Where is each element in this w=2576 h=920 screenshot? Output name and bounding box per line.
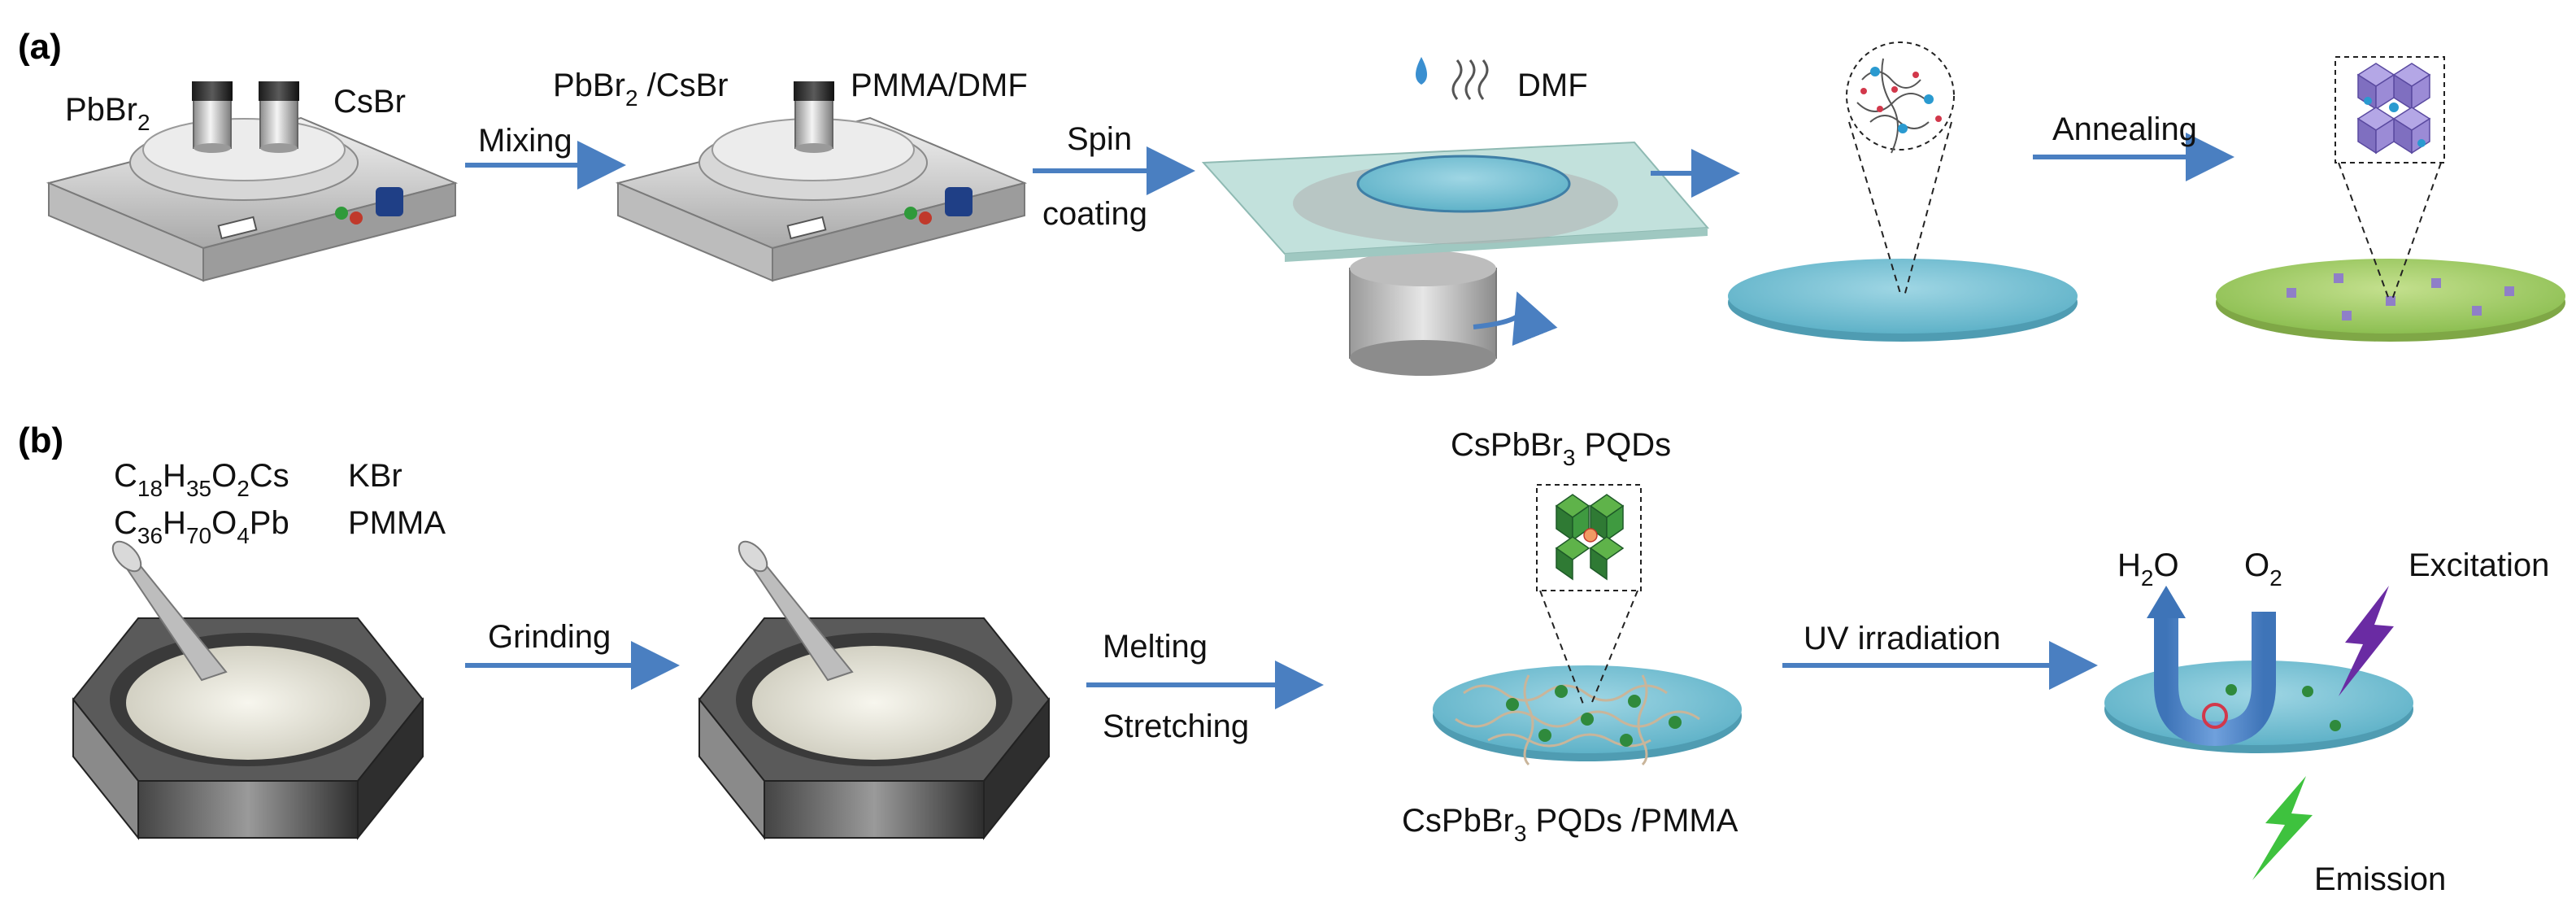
excitation-label: Excitation [2408,547,2549,583]
reagent-pbbr2-label: PbBr2 [65,92,150,135]
vial-csbr [259,81,299,153]
solvent-droplet [1416,57,1427,85]
solvent-mix-label: PMMA/DMF [851,68,1028,103]
formula-cesium-stearate: C18H35O2Cs [114,458,289,501]
barrier-u-arrow-icon [2147,586,2276,747]
step-uv-label: UV irradiation [1804,621,2000,656]
step-coating-label: coating [1042,196,1147,232]
annealed-film-disk [2216,259,2565,342]
step-mixing-label: Mixing [478,123,572,159]
evaporating-dmf-label: DMF [1517,68,1588,103]
perovskite-crystal-zoom [2334,56,2445,300]
oxygen-label: O2 [2244,547,2282,591]
stirrer-hotplate-1 [46,116,459,282]
vial-pbbr2 [192,81,233,153]
step-spin-label: Spin [1067,121,1132,157]
reagent-kbr-label: KBr [348,458,402,494]
step-stretching-label: Stretching [1103,709,1249,744]
mortar-with-pestle-1 [72,540,424,840]
vial-precursor-solution [794,81,834,153]
wet-film-disk [1728,259,2078,342]
excitation-lightning-icon [2339,586,2394,696]
emission-lightning-icon [2252,776,2313,880]
polymer-solution-zoom [1846,41,1955,297]
spin-coater [1201,141,1710,376]
pqd-title-label: CsPbBr3 PQDs [1451,427,1671,470]
step-melting-label: Melting [1103,629,1208,665]
step-grinding-label: Grinding [488,619,611,655]
pqd-film-label: CsPbBr3 PQDs /PMMA [1402,803,1738,846]
pqd-crystal-zoom [1536,484,1642,707]
panel-label-a: (a) [18,27,62,67]
evaporation-wavy-lines-icon [1451,59,1489,100]
panel-label-b: (b) [18,421,63,460]
mortar-with-pestle-2 [698,540,1051,840]
reagent-pmma-label: PMMA [348,505,446,541]
mix-product-label: PbBr2 /CsBr [553,68,729,111]
formula-lead-stearate: C36H70O4Pb [114,505,289,548]
step-annealing-label: Annealing [2052,111,2197,147]
emission-label: Emission [2314,861,2446,897]
reagent-csbr-label: CsBr [333,84,406,120]
pqd-composite-film [1433,665,1742,766]
water-label: H2O [2117,547,2179,591]
